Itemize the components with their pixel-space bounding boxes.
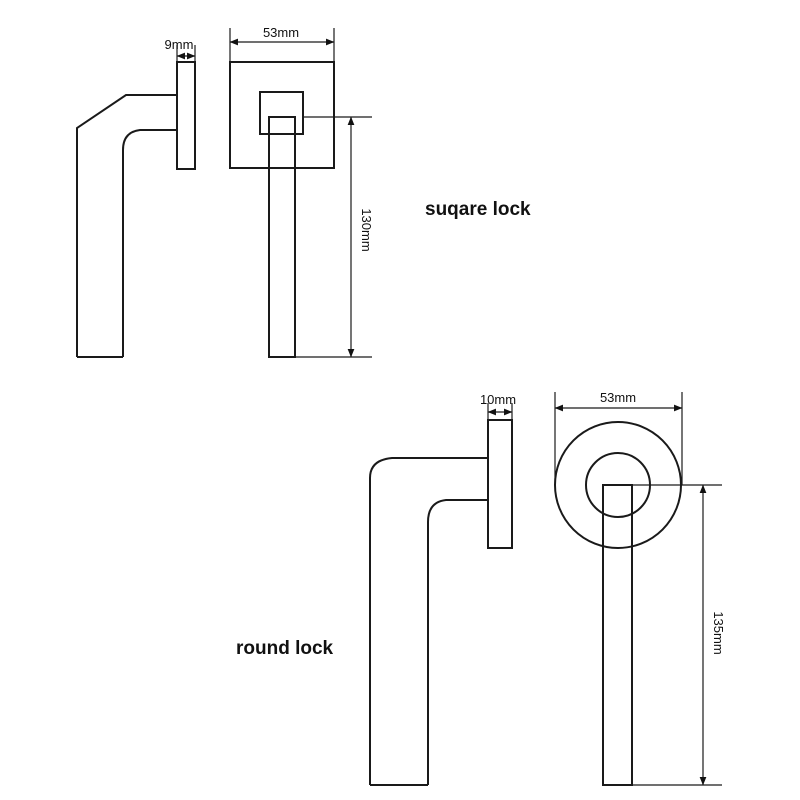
square-neck — [259, 91, 304, 135]
round-length-label: 135mm — [711, 611, 726, 654]
round-lever-side-profile — [369, 457, 488, 786]
square-rosette-side — [176, 61, 196, 170]
round-thickness-label: 10mm — [480, 392, 516, 407]
square-thickness-label: 9mm — [165, 37, 194, 52]
square-width-label: 53mm — [263, 25, 299, 40]
square-lock-side-view — [76, 61, 196, 358]
square-lock-caption: suqare lock — [425, 199, 531, 220]
square-lever-front — [268, 116, 296, 358]
round-rosette-side — [487, 419, 513, 549]
square-lock-front-view — [229, 61, 335, 358]
round-lock-side-view — [369, 419, 513, 786]
round-dimensions: 10mm 53mm 135mm — [480, 390, 726, 786]
round-lock-front-view — [554, 421, 682, 786]
round-lock-caption: round lock — [236, 638, 334, 659]
square-length-label: 130mm — [359, 208, 374, 251]
square-dimensions: 9mm 53mm 130mm — [165, 25, 374, 358]
square-lever-side-profile — [76, 94, 177, 358]
round-lever-front — [602, 484, 633, 786]
square-rosette-plate — [229, 61, 335, 169]
round-width-label: 53mm — [600, 390, 636, 405]
